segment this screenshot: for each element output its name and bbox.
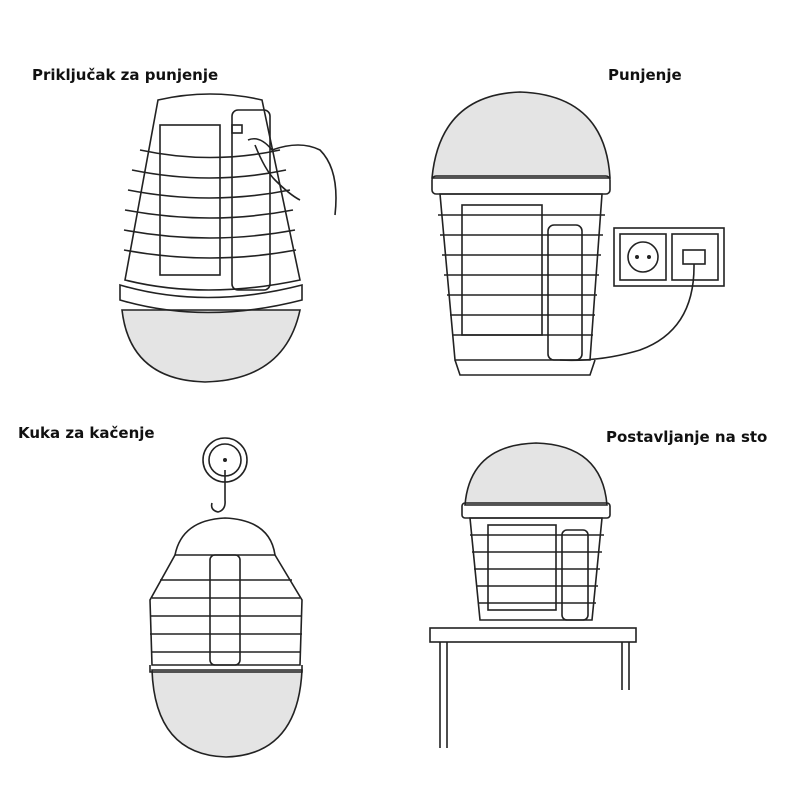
- panel-title-charging: Punjenje: [608, 66, 682, 84]
- lamp-table-illustration: [429, 442, 637, 748]
- panel-title-hanging-hook: Kuka za kačenje: [18, 424, 155, 442]
- panel-title-charging-port: Priključak za punjenje: [32, 66, 219, 84]
- panel-title-table-placement: Postavljanje na sto: [606, 428, 768, 446]
- lamp-hanging-illustration: [149, 437, 303, 758]
- lamp-charging-port-illustration: [119, 93, 337, 383]
- lamp-charging-illustration: [431, 91, 725, 376]
